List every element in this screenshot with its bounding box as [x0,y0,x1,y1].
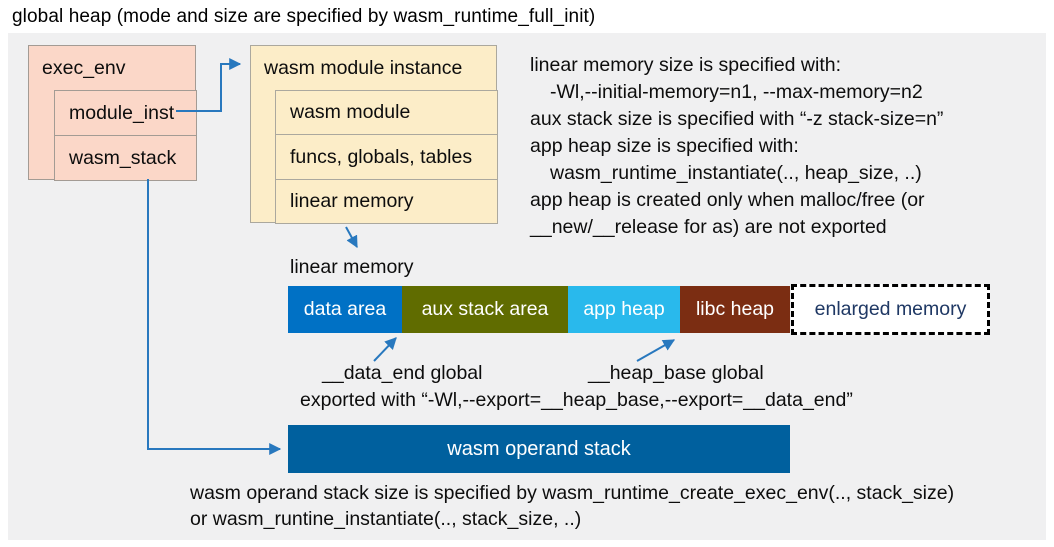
note-line: aux stack size is specified with “-z sta… [530,108,944,130]
wasm-operand-stack-bar: wasm operand stack [288,425,790,473]
module-instance-field-wasm-module: wasm module [275,90,498,135]
module-instance-field-funcs-globals-tables: funcs, globals, tables [275,134,498,180]
segment-aux-stack-area: aux stack area [402,286,568,333]
note-line: wasm operand stack size is specified by … [190,482,955,504]
note-line: linear memory size is specified with: [530,54,842,76]
exec-env-field-module-inst: module_inst [54,90,197,136]
note-line: __new/__release for as) are not exported [530,216,887,238]
module-instance-header: wasm module instance [264,57,463,79]
memory-size-notes: linear memory size is specified with: -W… [530,52,1040,241]
note-line: app heap is created only when malloc/fre… [530,189,925,211]
note-line: -Wl,--initial-memory=n1, --max-memory=n2 [550,81,923,103]
segment-data-area: data area [288,286,402,333]
exec-env-box: exec_env module_inst wasm_stack [28,45,197,181]
data-end-global-label: __data_end global [322,362,483,384]
note-line: wasm_runtime_instantiate(.., heap_size, … [550,162,922,184]
exec-env-field-wasm-stack: wasm_stack [54,135,197,181]
segment-enlarged-memory: enlarged memory [791,284,990,335]
module-instance-box: wasm module instance wasm module funcs, … [250,45,498,224]
operand-stack-notes: wasm operand stack size is specified by … [190,480,954,532]
diagram-title: global heap (mode and size are specified… [12,6,596,27]
segment-libc-heap: libc heap [680,286,790,333]
segment-app-heap: app heap [568,286,680,333]
linear-memory-label: linear memory [290,256,414,278]
exported-with-label: exported with “-Wl,--export=__heap_base,… [300,389,853,411]
exec-env-header: exec_env [42,57,126,79]
note-line: app heap size is specified with: [530,135,799,157]
heap-base-global-label: __heap_base global [588,362,764,384]
module-instance-field-linear-memory: linear memory [275,179,498,224]
note-line: or wasm_runtine_instantiate(.., stack_si… [190,508,582,530]
